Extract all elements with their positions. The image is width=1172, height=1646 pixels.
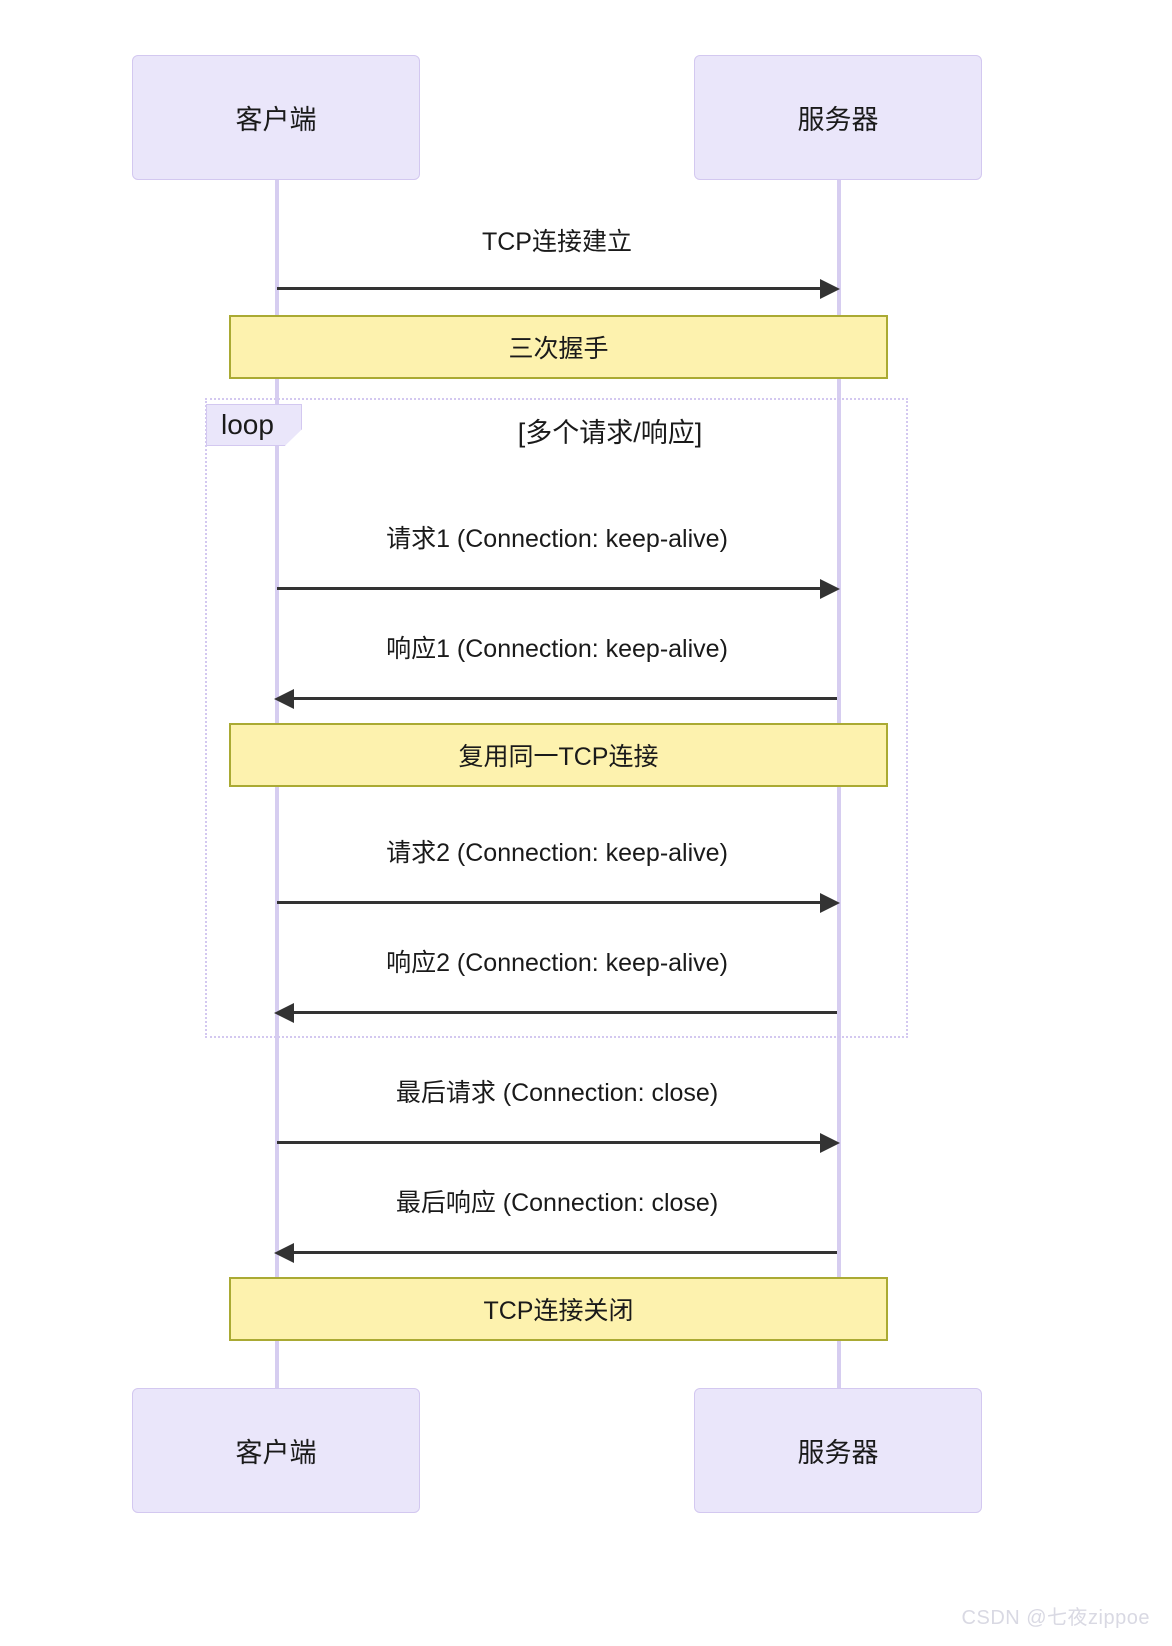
message-arrowhead-final-response (274, 1242, 294, 1263)
message-arrowhead-request-1 (820, 578, 840, 599)
note-reuse-connection-label: 复用同一TCP连接 (458, 743, 659, 771)
message-line-tcp-establish (277, 287, 825, 290)
note-tcp-close-label: TCP连接关闭 (483, 1297, 634, 1325)
message-line-final-response (289, 1251, 837, 1254)
note-three-way-handshake: 三次握手 (229, 315, 888, 379)
message-line-request-2 (277, 901, 825, 904)
loop-frame-tab: loop (206, 404, 302, 446)
loop-frame (205, 398, 908, 1038)
message-line-response-2 (289, 1011, 837, 1014)
message-arrowhead-final-request (820, 1132, 840, 1153)
loop-keyword-label: loop (221, 409, 274, 440)
message-arrowhead-response-2 (274, 1002, 294, 1023)
participant-server-bottom[interactable]: 服务器 (694, 1388, 982, 1513)
message-label-request-2: 请求2 (Connection: keep-alive) (386, 839, 728, 867)
watermark: CSDN @七夜zippoe (961, 1607, 1150, 1629)
note-tcp-close: TCP连接关闭 (229, 1277, 888, 1341)
participant-server-top[interactable]: 服务器 (694, 55, 982, 180)
note-three-way-handshake-label: 三次握手 (508, 335, 609, 363)
participant-client-top[interactable]: 客户端 (132, 55, 420, 180)
message-line-request-1 (277, 587, 825, 590)
message-label-final-request: 最后请求 (Connection: close) (395, 1079, 719, 1107)
note-reuse-connection: 复用同一TCP连接 (229, 723, 888, 787)
participant-client-top-label: 客户端 (235, 105, 317, 135)
message-line-response-1 (289, 697, 837, 700)
message-label-tcp-establish: TCP连接建立 (481, 228, 632, 256)
message-label-request-1: 请求1 (Connection: keep-alive) (386, 525, 728, 553)
message-arrowhead-tcp-establish (820, 278, 840, 299)
message-label-final-response: 最后响应 (Connection: close) (395, 1189, 719, 1217)
message-label-response-2: 响应2 (Connection: keep-alive) (386, 949, 728, 977)
participant-client-bottom[interactable]: 客户端 (132, 1388, 420, 1513)
participant-client-bottom-label: 客户端 (235, 1438, 317, 1468)
message-arrowhead-response-1 (274, 688, 294, 709)
participant-server-top-label: 服务器 (797, 105, 879, 135)
message-arrowhead-request-2 (820, 892, 840, 913)
message-line-final-request (277, 1141, 825, 1144)
participant-server-bottom-label: 服务器 (797, 1438, 879, 1468)
message-label-response-1: 响应1 (Connection: keep-alive) (386, 635, 728, 663)
loop-condition-label: [多个请求/响应] (517, 418, 703, 448)
